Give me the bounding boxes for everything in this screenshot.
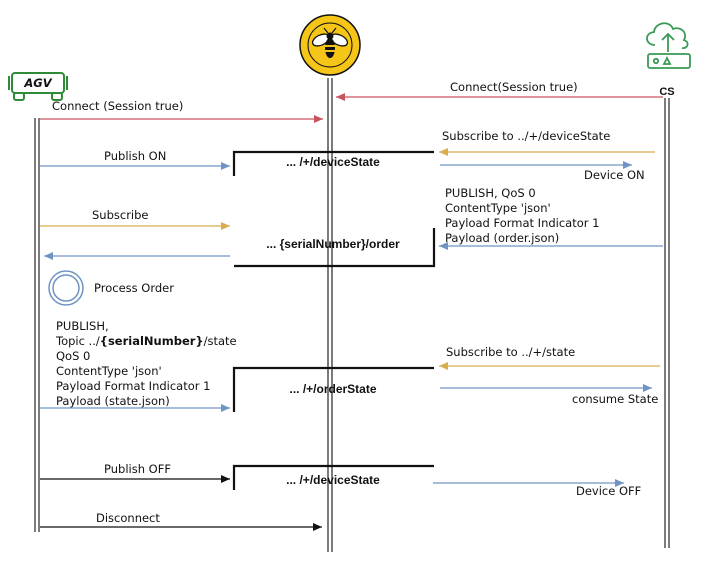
cs-subscribe-state-label: Subscribe to ../+/state [446,345,575,359]
svg-text:ContentType 'json': ContentType 'json' [445,201,551,215]
topic-label-order: ... {serialNumber}/order [266,237,400,251]
consume-state-label: consume State [572,392,658,406]
bee-broker-icon [299,14,361,76]
cs-subscribe-device-label: Subscribe to ../+/deviceState [442,129,610,143]
svg-text:Payload Format Indicator 1: Payload Format Indicator 1 [56,379,210,393]
device-off-label: Device OFF [576,484,641,498]
agv-label: AGV [23,76,52,90]
device-on-label: Device ON [584,168,645,182]
agv-connect-label: Connect (Session true) [52,99,183,113]
publish-on-label: Publish ON [104,149,166,163]
publish-off-label: Publish OFF [104,462,171,476]
topic-box-device-state-1 [232,150,434,176]
cs-label: CS [659,86,674,98]
agv-lifeline [34,118,40,532]
svg-text:QoS 0: QoS 0 [56,349,90,363]
svg-text:Payload Format Indicator 1: Payload Format Indicator 1 [445,216,599,230]
topic-box-order-state [232,366,434,412]
svg-text:Topic ../{serialNumber}/state: Topic ../{serialNumber}/state [55,334,237,348]
topic-box-order [234,228,436,268]
agv-vehicle-icon [8,72,68,101]
disconnect-label: Disconnect [96,511,160,525]
svg-text:ContentType 'json': ContentType 'json' [56,364,162,378]
topic-label-order-state: ... /+/orderState [289,382,376,396]
process-order-icon [48,270,84,306]
svg-text:Payload (order.json): Payload (order.json) [445,231,559,245]
svg-text:Payload (state.json): Payload (state.json) [56,394,170,408]
process-order-label: Process Order [94,281,174,295]
agv-subscribe-label: Subscribe [92,208,149,222]
broker-lifeline [327,78,333,552]
svg-text:PUBLISH, QoS 0: PUBLISH, QoS 0 [445,186,536,200]
cloud-upload-router-icon [646,22,691,69]
svg-text:PUBLISH,: PUBLISH, [56,319,109,333]
agv-publish-state-text: PUBLISH, Topic ../{serialNumber}/state Q… [55,319,237,408]
cs-publish-order-text: PUBLISH, QoS 0 ContentType 'json' Payloa… [445,186,599,245]
topic-label-device-state-2: ... /+/deviceState [286,473,380,487]
topic-box-device-state-2 [232,464,434,490]
topic-label-device-state-1: ... /+/deviceState [286,155,380,169]
cs-connect-label: Connect(Session true) [450,80,578,94]
cs-lifeline [664,98,670,548]
